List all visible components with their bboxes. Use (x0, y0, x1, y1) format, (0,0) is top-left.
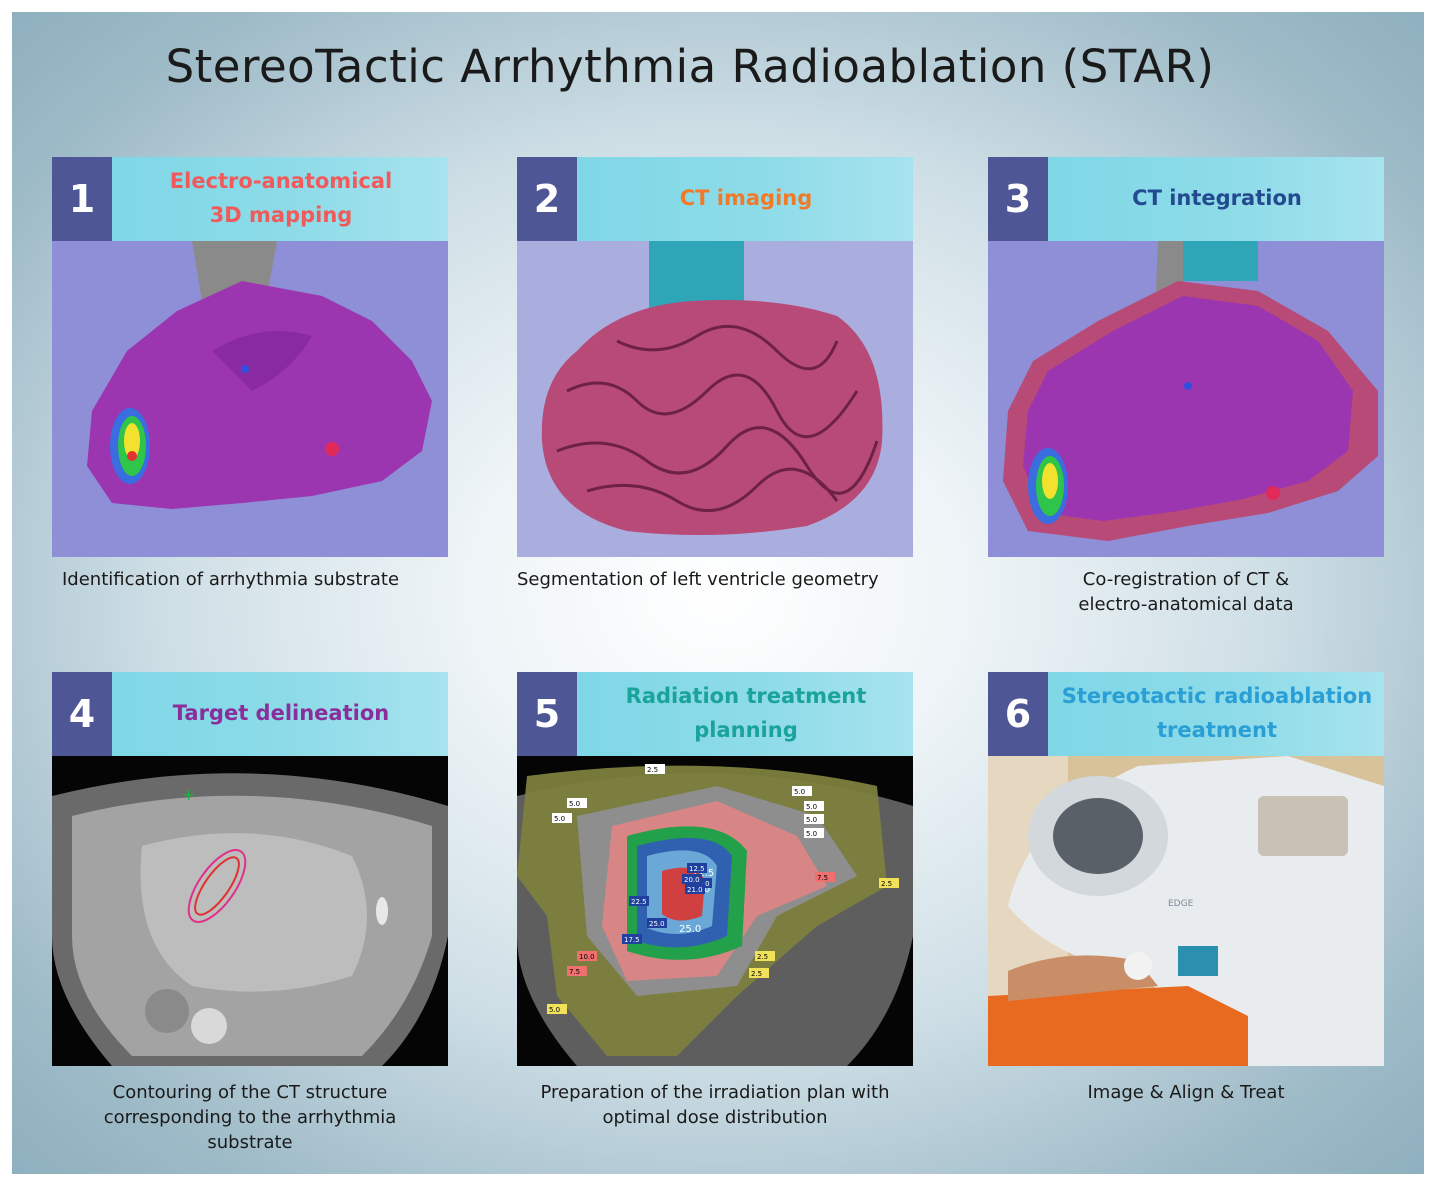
svg-text:7.5: 7.5 (817, 874, 828, 882)
step-header: 2 CT imaging (517, 157, 913, 241)
svg-text:12.5: 12.5 (692, 868, 714, 879)
dose-label: 21.0 (685, 884, 705, 894)
svg-text:2.5: 2.5 (881, 880, 892, 888)
step-number: 3 (988, 157, 1048, 241)
step-caption: Preparation of the irradiation plan with… (540, 1082, 890, 1129)
svg-text:5.0: 5.0 (549, 1006, 560, 1014)
svg-text:25.0: 25.0 (649, 920, 665, 928)
dose-label: 5.0 (552, 813, 572, 823)
step-label: Target delineation (172, 701, 390, 726)
svg-text:5.0: 5.0 (806, 803, 817, 811)
svg-text:2.5: 2.5 (751, 970, 762, 978)
dose-label: 2.5 (879, 878, 899, 888)
dose-label: 2.5 (645, 764, 665, 774)
axial-ct-slice-image: + (52, 756, 448, 1066)
dose-label: 5.0 (792, 786, 812, 796)
step-header: 4 Target delineation (52, 672, 448, 756)
step-header: 6 Stereotactic radioablation treatment (988, 672, 1384, 756)
machine-label: EDGE (1168, 899, 1194, 909)
svg-text:17.5: 17.5 (624, 936, 640, 944)
svg-text:22.5: 22.5 (631, 898, 647, 906)
dose-label: 5.0 (547, 1004, 567, 1014)
step-label: CT imaging (679, 186, 813, 211)
step-number: 2 (517, 157, 577, 241)
svg-text:7.5: 7.5 (569, 968, 580, 976)
dose-label: 5.0 (804, 814, 824, 824)
svg-text:20.0: 20.0 (684, 876, 700, 884)
dose-label: 7.5 (815, 872, 835, 882)
svg-text:5.0: 5.0 (806, 830, 817, 838)
electro-anatomical-map-image (52, 241, 448, 557)
step-number: 5 (517, 672, 577, 756)
step-header: 3 CT integration (988, 157, 1384, 241)
dose-label: 5.0 (804, 828, 824, 838)
svg-text:+: + (182, 785, 195, 804)
step-caption: Contouring of the CT structure correspon… (103, 1082, 397, 1154)
step-label: Stereotactic radioablation treatment (1061, 684, 1373, 742)
step-caption: Segmentation of left ventricle geometry (517, 569, 879, 590)
figure-title: StereoTactic Arrhythmia Radioablation (S… (165, 40, 1215, 93)
step-header: 1 Electro-anatomical 3D mapping (52, 157, 448, 241)
dose-label: 2.5 (749, 968, 769, 978)
svg-text:10.0: 10.0 (579, 953, 595, 961)
step-label: CT integration (1132, 186, 1302, 211)
svg-text:21.0: 21.0 (687, 886, 703, 894)
dose-label: 5.0 (567, 798, 587, 808)
svg-text:5.0: 5.0 (569, 800, 580, 808)
svg-text:5.0: 5.0 (794, 788, 805, 796)
merged-map-render-image (988, 241, 1384, 557)
dose-label: 17.5 (622, 934, 642, 944)
svg-text:12.5: 12.5 (689, 865, 705, 873)
step-label: Electro-anatomical 3D mapping (169, 169, 393, 227)
svg-text:5.0: 5.0 (554, 815, 565, 823)
step-label: Radiation treatment planning (625, 684, 867, 742)
dose-label: 7.5 (567, 966, 587, 976)
ct-segmentation-render-image (517, 241, 913, 557)
svg-text:5.0: 5.0 (806, 816, 817, 824)
step-caption: Identification of arrhythmia substrate (62, 569, 400, 590)
step-header: 5 Radiation treatment planning (517, 672, 913, 756)
svg-text:25.0: 25.0 (679, 924, 701, 935)
dose-label: 10.0 (577, 951, 597, 961)
step-number: 4 (52, 672, 112, 756)
step-number: 6 (988, 672, 1048, 756)
dose-label: 5.0 (804, 801, 824, 811)
step-caption: Image & Align & Treat (1087, 1082, 1285, 1103)
svg-text:2.5: 2.5 (757, 953, 768, 961)
svg-text:2.5: 2.5 (647, 766, 658, 774)
dose-label: 12.5 (687, 863, 707, 873)
linac-treatment-photo-image: EDGE (988, 756, 1384, 1066)
step-caption: Co-registration of CT & electro-anatomic… (1078, 569, 1294, 616)
dose-label: 20.0 (682, 874, 702, 884)
dose-label: 25.0 (647, 918, 667, 928)
step-number: 1 (52, 157, 112, 241)
dose-label: 2.5 (755, 951, 775, 961)
dose-distribution-plan-image: 12.5 15.0 25.0 2.55.05.05.05.05.05.012.5… (517, 756, 913, 1066)
dose-label: 22.5 (629, 896, 649, 906)
